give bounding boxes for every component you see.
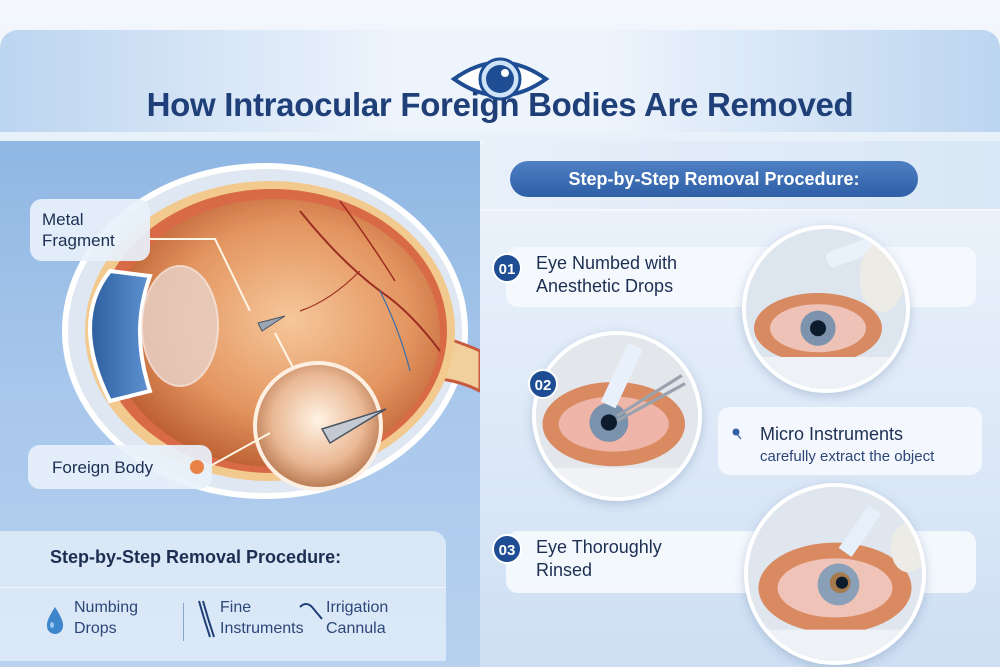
tool-label-line1: Fine xyxy=(220,599,252,616)
pin-icon xyxy=(732,428,742,440)
tool-separator xyxy=(183,603,184,641)
foreign-body-label: Foreign Body xyxy=(52,458,154,477)
irrigation-image xyxy=(748,487,922,661)
tool-label-line2: Drops xyxy=(74,620,117,637)
step-1-text: Eye Numbed with Anesthetic Drops xyxy=(536,252,677,298)
tools-panel: Step-by-Step Removal Procedure: Numbing … xyxy=(0,531,446,661)
eye-cross-section-illustration xyxy=(62,163,480,499)
tools-panel-title: Step-by-Step Removal Procedure: xyxy=(50,547,342,567)
drop-icon xyxy=(46,607,64,634)
orange-marker-icon xyxy=(190,460,204,474)
irrigation-photo xyxy=(744,483,926,665)
step-3-line1: Eye Thoroughly xyxy=(536,537,662,557)
foreign-body-callout: Foreign Body xyxy=(28,445,212,489)
forceps-icon xyxy=(198,600,215,638)
procedure-header-band: Step-by-Step Removal Procedure: xyxy=(480,141,1000,211)
procedure-panel: Step-by-Step Removal Procedure: 01 Eye N… xyxy=(480,141,1000,667)
tool-label-line2: Instruments xyxy=(220,620,304,637)
step-badge-2: 02 xyxy=(528,369,558,399)
eye-icon xyxy=(450,57,550,101)
eye-drops-image xyxy=(746,229,906,389)
step-card-2 xyxy=(718,407,982,475)
page-title: How Intraocular Foreign Bodies Are Remov… xyxy=(146,86,854,123)
metal-fragment-label-line1: Metal xyxy=(42,210,84,229)
step-1-line1: Eye Numbed with xyxy=(536,253,678,273)
step-badge-3: 03 xyxy=(492,534,522,564)
divider xyxy=(0,587,446,588)
forceps-extraction-photo xyxy=(532,331,702,501)
step-badge-1: 01 xyxy=(492,253,522,283)
anatomy-panel: Metal Fragment Foreign Body Step-by-Step… xyxy=(0,141,480,667)
tool-label-line1: Numbing xyxy=(74,599,139,616)
step-2-subtitle: carefully extract the object xyxy=(760,448,935,465)
procedure-heading-pill: Step-by-Step Removal Procedure: xyxy=(510,161,918,197)
metal-fragment-callout: Metal Fragment xyxy=(30,199,150,261)
step-3-text: Eye Thoroughly Rinsed xyxy=(536,536,662,582)
tool-label-line1: Irrigation xyxy=(326,599,389,616)
tool-label-line2: Cannula xyxy=(326,620,386,637)
cannula-icon xyxy=(299,603,323,620)
header-banner xyxy=(0,30,1000,132)
metal-fragment-label-line2: Fragment xyxy=(42,231,115,250)
step-1-line2: Anesthetic Drops xyxy=(536,276,674,296)
eye-drops-photo xyxy=(742,225,910,393)
forceps-extraction-image xyxy=(536,335,698,497)
step-3-line2: Rinsed xyxy=(536,560,593,580)
step-2-title: Micro Instruments xyxy=(760,424,904,444)
